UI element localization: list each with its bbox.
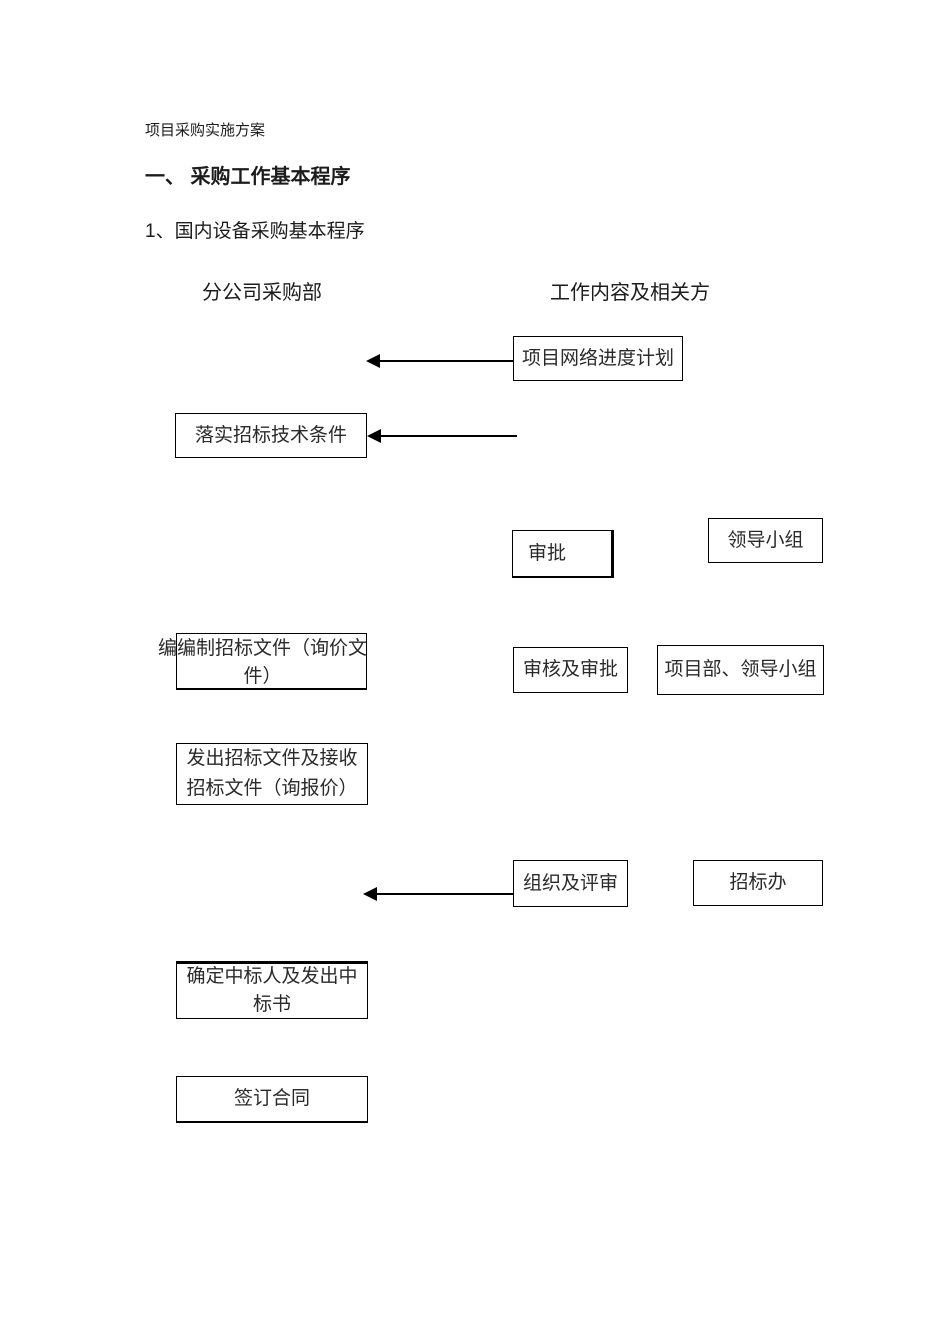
subsection-heading: 1、国内设备采购基本程序 xyxy=(145,221,365,242)
flow-box-compile-docs: 编编制招标文件（询价文 件） xyxy=(158,633,367,690)
flow-box-project-dept-leading-group: 项目部、领导小组 xyxy=(657,645,824,695)
flow-box-network-plan: 项目网络进度计划 xyxy=(513,336,683,381)
flow-box-tech-conditions: 落实招标技术条件 xyxy=(175,413,367,458)
flow-box-bidding-office: 招标办 xyxy=(693,860,823,906)
arrow-network-plan-left xyxy=(366,354,513,368)
arrowhead-left-icon xyxy=(366,354,380,368)
arrow-line xyxy=(372,893,513,895)
flow-box-determine-winner: 确定中标人及发出中 标书 xyxy=(176,961,368,1019)
arrow-line xyxy=(376,435,517,437)
flow-box-sign-contract: 签订合同 xyxy=(176,1076,368,1123)
column-header-work-content: 工作内容及相关方 xyxy=(550,282,710,304)
arrow-organize-review-left xyxy=(363,887,513,901)
arrowhead-left-icon xyxy=(367,429,381,443)
section-heading: 一、 采购工作基本程序 xyxy=(145,166,351,188)
arrowhead-left-icon xyxy=(363,887,377,901)
arrow-line xyxy=(375,360,513,362)
column-header-purchasing-dept: 分公司采购部 xyxy=(202,282,322,304)
flow-box-approval: 审批 xyxy=(512,530,614,578)
arrow-into-tech-conditions xyxy=(367,429,517,443)
flow-box-leading-group: 领导小组 xyxy=(708,518,823,563)
flow-box-organize-review: 组织及评审 xyxy=(513,860,628,907)
flow-box-issue-docs: 发出招标文件及接收 招标文件（询报价） xyxy=(176,743,368,805)
compile-docs-label: 编编制招标文件（询价文 件） xyxy=(157,638,367,687)
flow-box-review-approval: 审核及审批 xyxy=(513,647,628,693)
page-title: 项目采购实施方案 xyxy=(145,123,266,139)
